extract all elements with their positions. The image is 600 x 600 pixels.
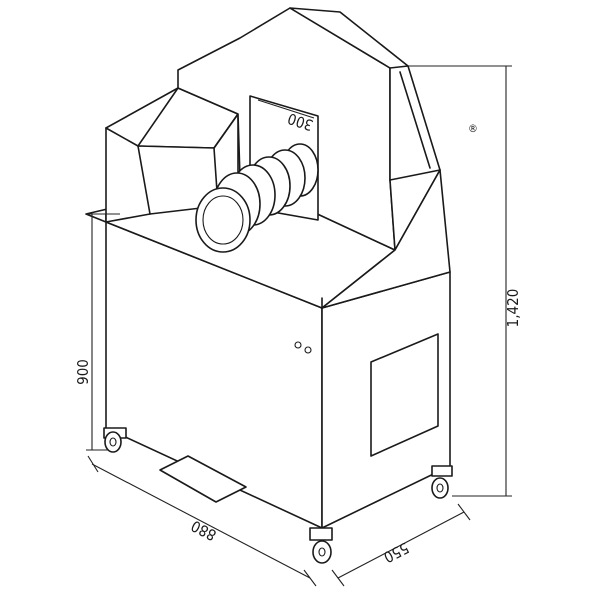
dimension-900: 900 — [74, 213, 120, 451]
access-panel-icon — [370, 333, 439, 457]
dimension-1420: 1,420 — [408, 65, 522, 497]
housing-base-block — [321, 169, 451, 309]
caster-wheel-icon — [431, 465, 453, 499]
indicator-dot — [294, 341, 302, 349]
dimension-label-900: 900 — [74, 359, 92, 385]
dimension-label-1420: 1,420 — [504, 289, 522, 328]
dimension-label-550: 550 — [381, 539, 412, 567]
dimension-550: 550 — [331, 503, 471, 587]
caster-wheel-icon — [309, 527, 333, 564]
brush-roller-icon — [195, 143, 319, 253]
foot-pedal-icon — [159, 455, 247, 503]
dimension-label-880: 880 — [188, 517, 219, 545]
registered-mark: ® — [468, 122, 478, 135]
caster-wheel-icon — [103, 427, 127, 453]
indicator-dot — [304, 346, 312, 354]
